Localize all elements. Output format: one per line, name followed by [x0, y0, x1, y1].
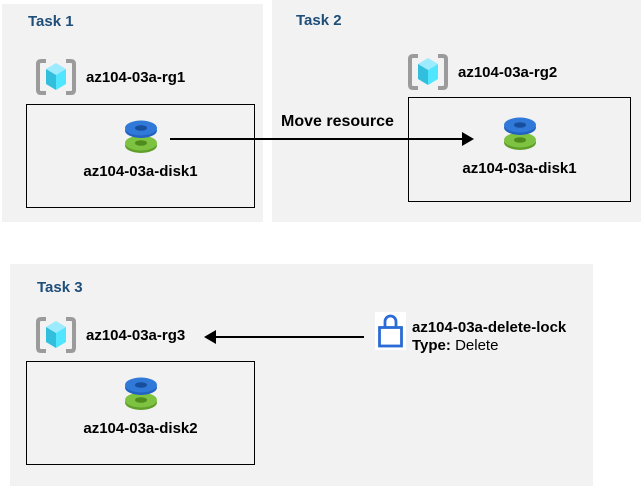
task3-resource-group-label: az104-03a-rg3	[86, 326, 186, 344]
managed-disk-icon	[123, 119, 159, 154]
task2-disk-label: az104-03a-disk1	[462, 160, 577, 177]
resource-group-icon	[405, 52, 451, 92]
lock-arrow-line	[215, 336, 364, 338]
task2-disk-box: az104-03a-disk1	[408, 97, 631, 202]
lock-type-value: Delete	[455, 337, 499, 354]
task2-resource-group-label: az104-03a-rg2	[458, 63, 558, 81]
task3-panel: Task 3 az104-03a-rg3	[10, 264, 593, 486]
move-arrow-line	[170, 138, 464, 140]
lock-type: Type: Delete	[412, 337, 566, 355]
lock-annotation: az104-03a-delete-lock Type: Delete	[412, 319, 566, 355]
task3-disk-box: az104-03a-disk2	[26, 361, 255, 465]
resource-group-icon	[33, 315, 79, 355]
managed-disk-icon	[502, 116, 538, 151]
task1-disk-label: az104-03a-disk1	[83, 163, 198, 180]
task1-resource-group: az104-03a-rg1	[33, 57, 185, 97]
task1-title: Task 1	[28, 13, 74, 30]
move-arrow-head-icon	[462, 132, 474, 146]
lock-name: az104-03a-delete-lock	[412, 319, 567, 336]
managed-disk-icon	[123, 376, 159, 411]
task2-resource-group: az104-03a-rg2	[405, 52, 557, 92]
task1-panel: Task 1 az104-03a-rg1	[2, 4, 263, 222]
task3-resource-group: az104-03a-rg3	[33, 315, 185, 355]
task2-title: Task 2	[296, 12, 342, 29]
resource-group-icon	[33, 57, 79, 97]
task1-disk-box: az104-03a-disk1	[26, 104, 255, 208]
lock-type-label: Type:	[412, 337, 451, 354]
task1-resource-group-label: az104-03a-rg1	[86, 68, 186, 86]
lock-icon	[375, 312, 406, 350]
task3-disk-label: az104-03a-disk2	[83, 420, 198, 437]
task2-panel: Task 2 az104-03a-rg2	[272, 0, 641, 222]
task3-title: Task 3	[37, 279, 83, 296]
lock-arrow-head-icon	[204, 330, 216, 344]
move-resource-label: Move resource	[281, 113, 394, 130]
